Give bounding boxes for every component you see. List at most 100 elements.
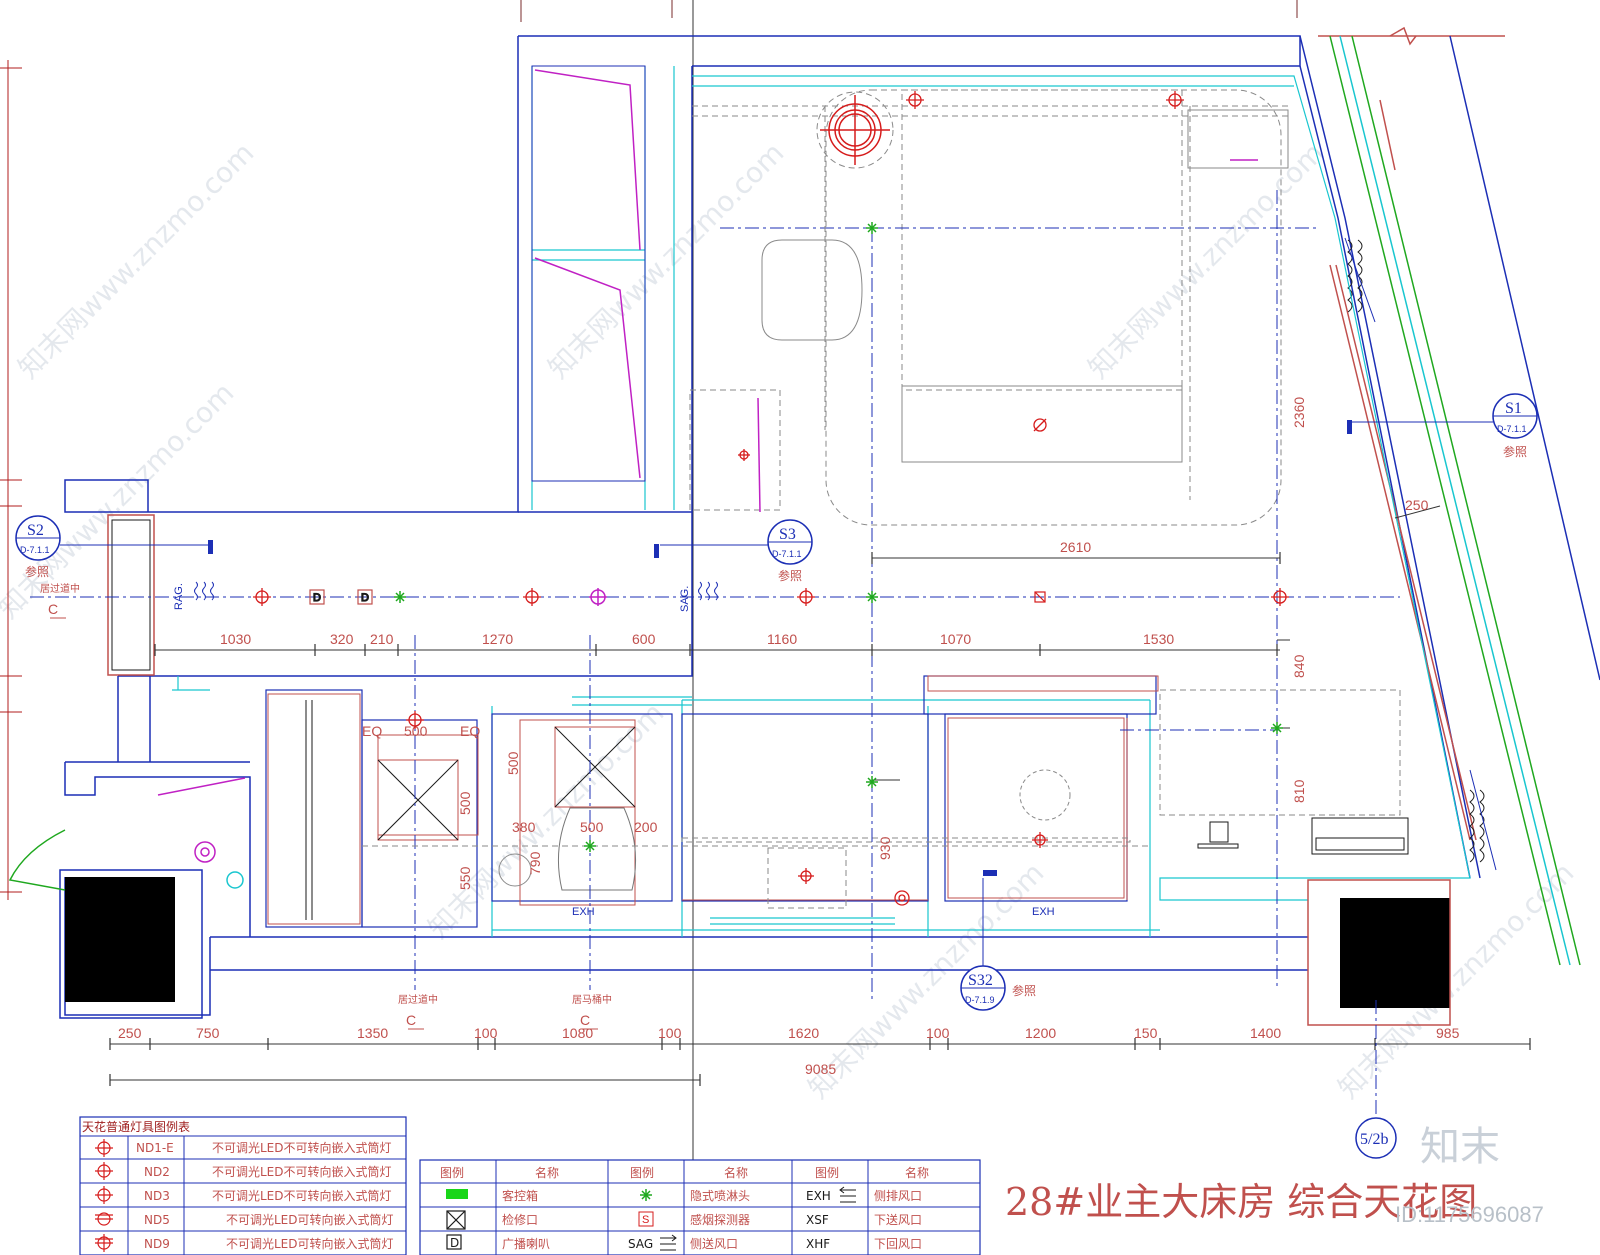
closet-doors: [157, 69, 761, 796]
s1-note: 参照: [1503, 444, 1527, 459]
legend-fixture-desc-2: 不可调光LED不可转向嵌入式筒灯: [212, 1164, 392, 1179]
corridor-column: [107, 514, 155, 676]
dim-bot-1: 250: [118, 1025, 142, 1041]
column-left: [65, 877, 175, 1002]
legend-fixture-code-2: ND2: [144, 1165, 170, 1179]
dims-bottom-row: 250 750 1350 100 1080 100 1620 100 1200 …: [118, 1025, 1460, 1041]
legend-name3-row2: 下送风口: [874, 1212, 922, 1227]
cl-symbol-toilet: C: [580, 1012, 590, 1028]
legend-sym-header-2: 名称: [535, 1165, 559, 1180]
dim-wc-500-h: 500: [580, 819, 604, 835]
downlight-11: [894, 890, 910, 906]
exh-left-label: EXH: [572, 906, 595, 918]
rag-label: RAG.: [173, 583, 185, 610]
dim-bath-500-top: 500: [404, 723, 428, 739]
access-panel-left: [377, 759, 459, 841]
legend-name3-row1: 侧排风口: [874, 1189, 922, 1203]
dim-bot-6: 100: [658, 1025, 682, 1041]
speakers: D D: [309, 589, 1046, 605]
dim-810: 810: [1291, 779, 1307, 803]
dim-bot-12: 985: [1436, 1025, 1460, 1041]
svg-text:D: D: [313, 592, 321, 604]
sprinklers: [394, 222, 1283, 852]
legend-fixture-code-1: ND1-E: [136, 1141, 174, 1155]
dim-bath-550: 550: [457, 866, 473, 890]
s1-ref: D-7.1.1: [1497, 424, 1527, 434]
downlight-7: [738, 449, 750, 461]
toilet-outline: [557, 807, 637, 891]
sprinkler-6: [584, 840, 596, 852]
column-right: [1340, 898, 1450, 1008]
sprinkler-4: [1271, 722, 1283, 734]
bedroom-furniture: [681, 89, 1401, 909]
entry-door-swing: [8, 829, 66, 891]
s32-code: S32: [968, 972, 993, 989]
sag-label: SAG.: [679, 586, 691, 612]
dimension-lines: [110, 505, 1530, 1081]
sprinkler-2: [394, 591, 406, 603]
cl-toilet: 居马桶中: [572, 993, 612, 1006]
s3-ref: D-7.1.1: [772, 549, 802, 559]
section-tag-s32: S32 D-7.1.9 参照: [960, 870, 1036, 1011]
dim-840: 840: [1291, 654, 1307, 678]
legend-sym-header-6: 名称: [905, 1165, 929, 1180]
dim-bot-2: 750: [196, 1025, 220, 1041]
legend-sprinkler-symbol: [640, 1189, 652, 1201]
dim-mid-8: 1530: [1143, 631, 1174, 647]
section-tag-s2: S2 D-7.1.1 参照: [15, 515, 213, 579]
dim-bot-10: 150: [1134, 1025, 1158, 1041]
eq-left-label: EQ: [362, 723, 382, 739]
watermark-1: 知末网www.znzmo.com: [12, 136, 261, 385]
s32-ref: D-7.1.9: [965, 995, 995, 1005]
dim-mid-1: 1030: [220, 631, 251, 647]
equipment-labels: RAG. SAG. EXH EXH EQ EQ: [173, 583, 1055, 918]
legend-fixture-desc-4: 不可调光LED可转向嵌入式筒灯: [226, 1212, 394, 1227]
dim-wall-gap: 250: [1405, 497, 1429, 513]
downlight-5: [797, 588, 815, 606]
air-diffusers: [194, 581, 718, 601]
grid-code: 5/2b: [1360, 1131, 1388, 1148]
legend-sym3-row2: XSF: [806, 1213, 829, 1227]
dim-mid-3: 210: [370, 631, 394, 647]
access-panel-right: [554, 726, 636, 808]
legend-name3-row3: 下回风口: [874, 1237, 922, 1251]
legend-symbols-table: 图例 名称 图例 名称 图例 名称 D S SAG EXH XSF XHF: [419, 1159, 981, 1255]
downlights: [253, 91, 1289, 906]
cl-symbol-top: C: [48, 601, 58, 617]
drawing-title: 28#业主大床房 综合天花图: [1005, 1180, 1477, 1224]
dims-mid-row: 1030 320 210 1270 600 1160 1070 1530: [220, 631, 1174, 647]
s2-note: 参照: [25, 564, 49, 579]
legend-name1-row3: 广播喇叭: [502, 1236, 550, 1251]
legend-fixture-desc-5: 不可调光LED可转向嵌入式筒灯: [226, 1236, 394, 1251]
downlight-6: [1271, 588, 1289, 606]
s3-code: S3: [779, 526, 796, 543]
dim-mid-6: 1160: [767, 631, 797, 647]
dim-wc-790: 790: [527, 851, 543, 875]
legend-fixtures-header: 天花普通灯具图例表: [82, 1119, 190, 1134]
corridor-column-inner: [111, 519, 151, 671]
break-marker: [1389, 26, 1417, 46]
watermark-3: 知末网www.znzmo.com: [1082, 136, 1331, 385]
dim-bot-3: 1350: [357, 1025, 388, 1041]
sprinkler-5: [866, 776, 878, 788]
magenta-closet-frame: [531, 65, 646, 482]
downlight-10: [798, 868, 814, 884]
dim-wc-380: 380: [512, 819, 536, 835]
feature-pendant: [816, 91, 894, 169]
dim-2360: 2360: [1291, 397, 1307, 428]
legend-sym2-row2: S: [642, 1214, 649, 1226]
legend-name2-row2: 感烟探测器: [690, 1212, 750, 1227]
eq-right-label: EQ: [460, 723, 480, 739]
dim-bot-7: 1620: [788, 1025, 819, 1041]
legend-fixture-desc-3: 不可调光LED不可转向嵌入式筒灯: [212, 1188, 392, 1203]
magenta-fixture: [194, 588, 607, 863]
left-dimension-line: [0, 60, 22, 900]
s1-code: S1: [1505, 400, 1522, 417]
column-right-frame: [1307, 879, 1451, 1026]
s2-ref: D-7.1.1: [20, 545, 50, 555]
exh-right-label: EXH: [1032, 906, 1055, 918]
legend-smoke-detector-symbol: [638, 1211, 654, 1227]
curtain-coil-top: [1344, 237, 1376, 323]
legend-sym2-row3: SAG: [628, 1237, 653, 1251]
